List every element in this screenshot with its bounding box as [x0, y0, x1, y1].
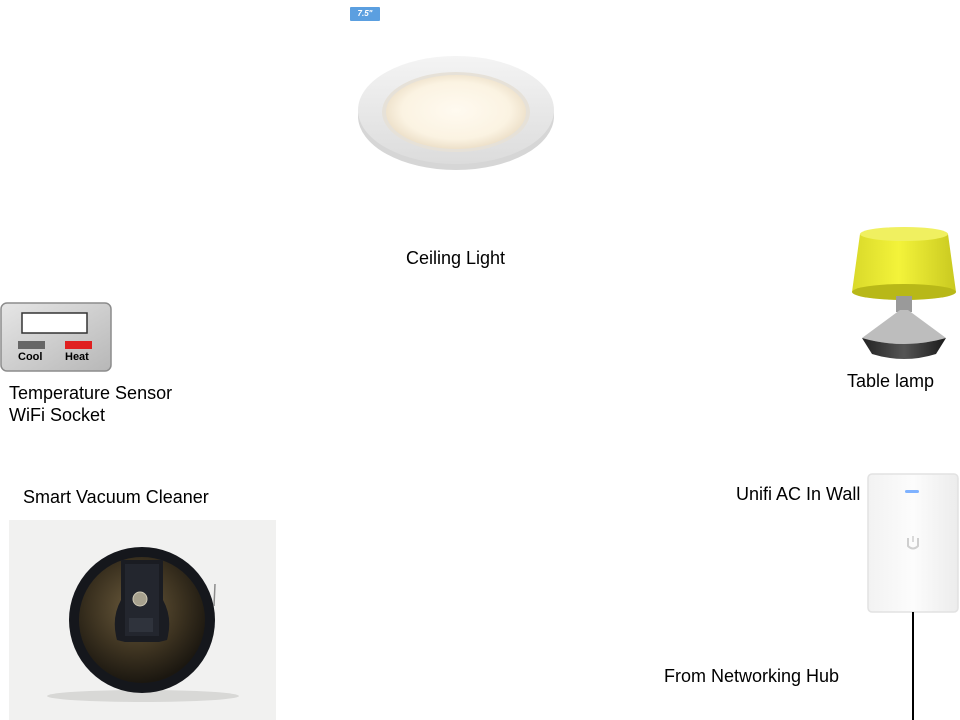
network-cable-line — [912, 612, 914, 720]
unifi-label: Unifi AC In Wall — [736, 484, 861, 504]
heat-label: Heat — [65, 351, 89, 363]
temperature-sensor-label: Temperature Sensor — [9, 383, 173, 403]
vacuum-label: Smart Vacuum Cleaner — [23, 487, 209, 507]
ceiling-light-image[interactable] — [356, 50, 556, 172]
ceiling-light-label: Ceiling Light — [406, 248, 506, 268]
wifi-socket-label: WiFi Socket — [9, 405, 106, 425]
cool-label: Cool — [18, 351, 43, 363]
networking-hub-label: From Networking Hub — [664, 666, 840, 686]
table-lamp-image[interactable] — [848, 226, 960, 362]
temperature-sensor-image[interactable]: Cool Heat — [0, 302, 112, 372]
vacuum-image[interactable] — [9, 520, 276, 720]
ceiling-light-size-badge: 7.5" — [350, 7, 380, 21]
table-lamp-label: Table lamp — [847, 371, 935, 391]
